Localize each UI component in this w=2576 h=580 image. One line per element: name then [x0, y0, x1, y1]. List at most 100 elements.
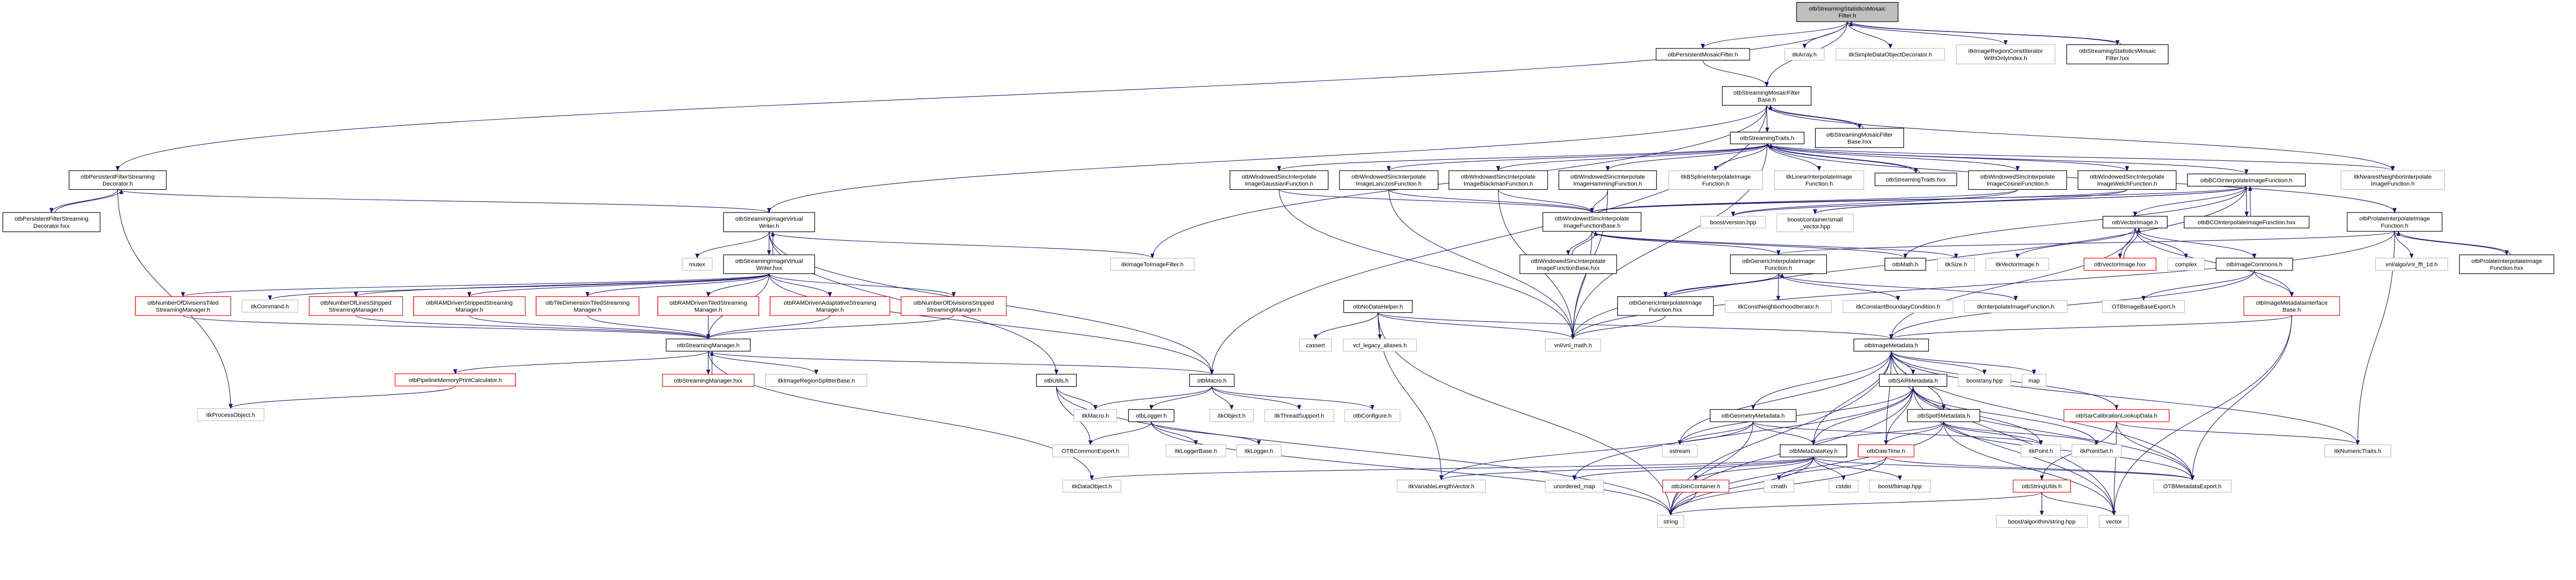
node-wsfbx[interactable]: otbWindowedSincInterpolateImageFunctionB…: [1519, 254, 1617, 274]
node-geom[interactable]: otbGeometryMetadata.h: [1709, 409, 1797, 422]
node-dt[interactable]: otbDateTime.h: [1857, 444, 1914, 457]
edge-st-to-gauss: [1277, 143, 1768, 172]
node-proc: itkProcessObject.h: [197, 408, 265, 421]
node-label: otbStringUtils.h: [2022, 484, 2062, 490]
node-box: [1815, 128, 1904, 148]
node-arr: itkArray.h: [1784, 48, 1825, 61]
node-nls[interactable]: otbNumberOfLinesStrippedStreamingManager…: [309, 296, 403, 316]
node-label: Writer.h: [759, 223, 779, 229]
node-spot5[interactable]: otbSpot5Metadata.h: [1907, 409, 1980, 422]
node-bco[interactable]: otbBCOInterpolateImageFunction.h: [2187, 173, 2306, 187]
node-box: [1657, 515, 1684, 528]
node-math[interactable]: otbMath.h: [1884, 258, 1926, 271]
edge-root-to-pfsd: [115, 21, 1848, 172]
node-box: [770, 296, 890, 316]
edge-vimg-to-complex: [2134, 228, 2188, 259]
edge-sar-to-mdexp: [1912, 386, 2195, 481]
node-bcohxx[interactable]: otbBCOInterpolateImageFunction.hxx: [2183, 216, 2310, 228]
node-mdk[interactable]: otbMetaDataKey.h: [1780, 444, 1848, 457]
node-macro[interactable]: otbMacro.h: [1189, 374, 1235, 387]
edge-siw-to-i2i: [769, 231, 1155, 259]
node-label: otbSARMetadata.h: [1888, 378, 1938, 384]
node-sthxx[interactable]: otbStreamingTraits.hxx: [1874, 172, 1957, 186]
node-smx[interactable]: otbStreamingManager.hxx: [662, 374, 755, 387]
node-utils[interactable]: otbUtils.h: [1036, 374, 1077, 387]
node-box: [1853, 338, 1929, 352]
node-label: otbWindowedSincInterpolate: [2090, 174, 2164, 180]
node-label: cassert: [1306, 342, 1326, 349]
node-label: otbStreamingManager.h: [677, 342, 739, 349]
edge-rams-to-sm: [469, 315, 710, 340]
node-label: OTBCommonExport.h: [1062, 449, 1120, 455]
node-pmf[interactable]: otbPersistentMosaicFilter.h: [1655, 48, 1750, 61]
edge-mdk-to-umap: [1572, 456, 1814, 481]
node-box: [2347, 212, 2443, 232]
node-sarcal[interactable]: otbSarCalibrationLookupData.h: [2063, 409, 2170, 422]
node-pmpc[interactable]: otbPipelineMemoryPrintCalculator.h: [395, 373, 516, 387]
node-label: boost/version.hpp: [1710, 220, 1756, 226]
node-hamming[interactable]: otbWindowedSincInterpolateImageHammingFu…: [1558, 170, 1657, 190]
node-balg: boost/algorithm/string.hpp: [1996, 515, 2088, 528]
node-imd[interactable]: otbImageMetadata.h: [1853, 338, 1929, 352]
node-wsfb[interactable]: otbWindowedSincInterpolateImageFunctionB…: [1543, 212, 1641, 232]
node-mutex: mutex: [682, 258, 713, 271]
node-label: OTBMetadataExport.h: [2163, 484, 2222, 490]
node-lanczos[interactable]: otbWindowedSincInterpolateImageLanczosFu…: [1339, 170, 1438, 190]
node-st[interactable]: otbStreamingTraits.h: [1730, 131, 1805, 144]
edge-stru-to-vector: [2041, 492, 2116, 516]
node-logger[interactable]: otbLogger.h: [1128, 409, 1175, 422]
node-label: string: [1664, 519, 1678, 525]
node-gauss[interactable]: otbWindowedSincInterpolateImageGaussianF…: [1229, 170, 1329, 190]
node-welch[interactable]: otbWindowedSincInterpolateImageWelchFunc…: [2077, 170, 2177, 190]
node-stru[interactable]: otbStringUtils.h: [2012, 479, 2071, 493]
node-join[interactable]: otbJoinContainer.h: [1662, 479, 1730, 493]
node-box: [1780, 444, 1848, 457]
edge-stru-to-string: [1669, 492, 2042, 516]
node-pfsdx[interactable]: otbPersistentFilterStreamingDecorator.hx…: [2, 212, 100, 233]
node-vimghxx[interactable]: otbVectorImage.hxx: [2083, 258, 2157, 271]
node-itkmacro: itkMacro.h: [1074, 409, 1117, 422]
node-label: itkProcessObject.h: [206, 412, 255, 418]
node-cosine[interactable]: otbWindowedSincInterpolateImageCosineFun…: [1968, 170, 2067, 190]
node-label: otbSpot5Metadata.h: [1917, 413, 1970, 419]
node-icommons[interactable]: otbImageCommons.h: [2215, 258, 2293, 271]
node-iif: itkInterpolateImageFunction.h: [1964, 300, 2067, 313]
edge-vimg-to-itkvimg: [2015, 228, 2136, 259]
node-vimg[interactable]: otbVectorImage.h: [2103, 216, 2168, 228]
node-label: Filter.h: [1839, 13, 1856, 19]
node-label: boost/algorithm/string.hpp: [2008, 519, 2076, 525]
node-label: otbPersistentMosaicFilter.h: [1668, 52, 1738, 58]
edge-spot5-to-mdk: [1811, 421, 1944, 445]
edge-wsfb-to-gif: [1591, 231, 1781, 256]
node-sm[interactable]: otbStreamingManager.h: [666, 338, 751, 352]
node-box: [1869, 479, 1931, 493]
node-label: ImageFunction.h: [2371, 181, 2415, 187]
edge-dt-to-mdexp: [1886, 456, 2195, 481]
node-ndh[interactable]: otbNoDataHelper.h: [1343, 300, 1413, 313]
node-ndt[interactable]: otbNumberOfDivisionsTiledStreamingManage…: [135, 296, 231, 316]
node-blackman[interactable]: otbWindowedSincInterpolateImageBlackmanF…: [1448, 170, 1548, 190]
edge-smfbx-to-smfb: [1768, 105, 1864, 129]
node-sar[interactable]: otbSARMetadata.h: [1879, 374, 1947, 387]
node-label: otbMetaDataKey.h: [1789, 449, 1837, 455]
node-nds[interactable]: otbNumberOfDivisionsStrippedStreamingMan…: [901, 296, 1007, 316]
node-label: vector: [2106, 519, 2122, 525]
edge-geom-to-vlv: [1439, 421, 1754, 481]
edge-nds-to-sm: [706, 315, 954, 340]
